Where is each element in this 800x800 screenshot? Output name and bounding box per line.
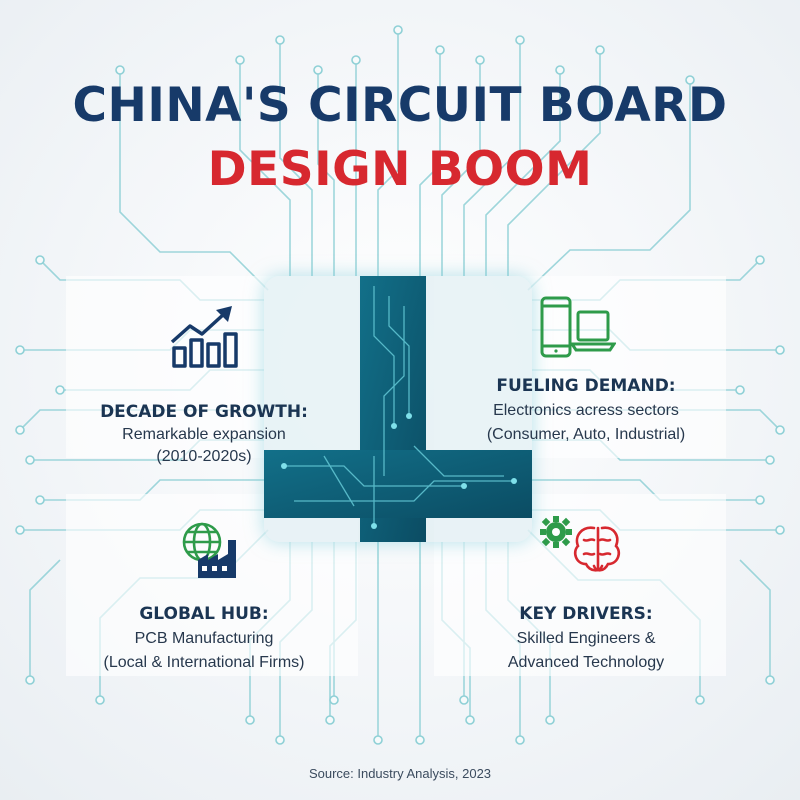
- drivers-line-1: Skilled Engineers &: [516, 630, 656, 647]
- title-line-2: DESIGN BOOM: [207, 142, 593, 197]
- growth-chart-icon: [170, 306, 238, 368]
- hub-heading: GLOBAL HUB:: [139, 604, 269, 624]
- growth-heading: DECADE OF GROWTH:: [100, 402, 308, 422]
- title-line-1: CHINA'S CIRCUIT BOARD: [72, 78, 728, 133]
- globe-factory-icon: [182, 522, 236, 578]
- drivers-line-2: Advanced Technology: [507, 654, 665, 671]
- growth-line-2: (2010-2020s): [156, 448, 252, 465]
- demand-line-2: (Consumer, Auto, Industrial): [486, 426, 686, 443]
- growth-line-1: Remarkable expansion: [122, 426, 286, 443]
- gear-brain-icon: [540, 516, 621, 572]
- demand-line-1: Electronics acress sectors: [493, 402, 679, 419]
- drivers-heading: KEY DRIVERS:: [519, 604, 653, 624]
- hub-line-2: (Local & International Firms): [103, 654, 305, 671]
- source-note: Source: Industry Analysis, 2023: [308, 766, 492, 781]
- hub-line-1: PCB Manufacturing: [134, 630, 274, 647]
- devices-icon: [540, 296, 616, 358]
- central-chip: [264, 276, 532, 542]
- demand-heading: FUELING DEMAND:: [496, 376, 676, 396]
